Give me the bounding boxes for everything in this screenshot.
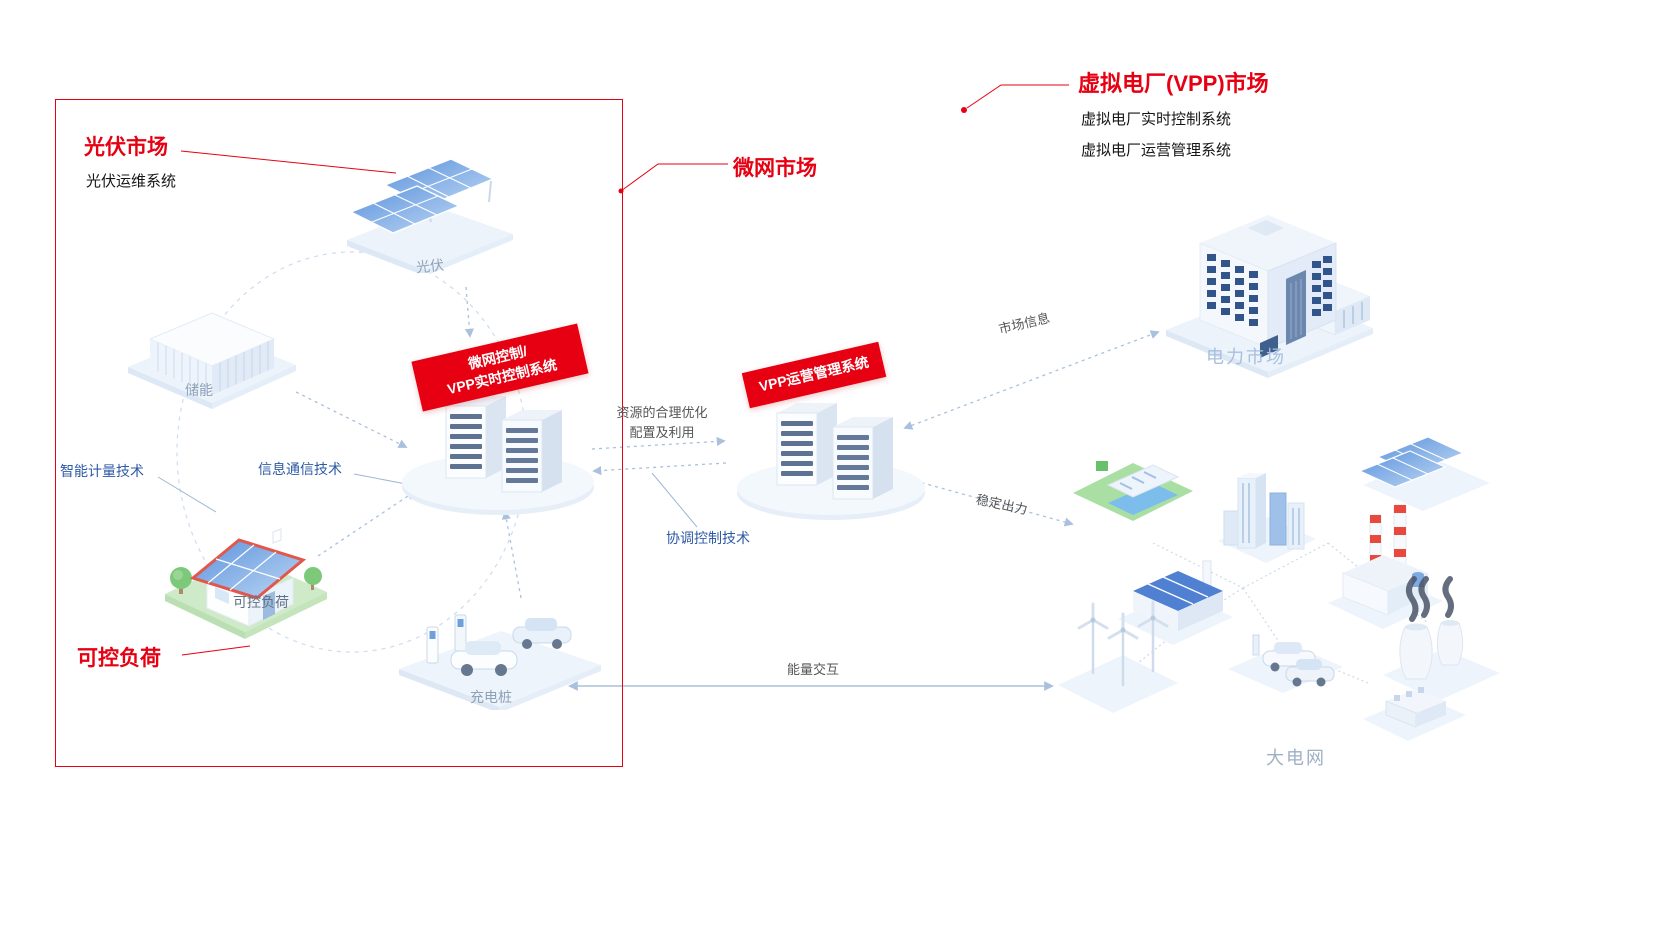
server-cabinet [832,417,893,500]
cooling-towers [1383,576,1500,701]
energy-storage-illustration [128,312,296,409]
substation [1363,687,1466,741]
solar-roof [189,538,307,600]
pv-market-title: 光伏市场 [84,136,168,159]
electric-vehicles [1228,634,1343,693]
hydro-dam [1073,461,1193,521]
factory [1118,560,1233,645]
smoke [1406,576,1454,622]
microgrid-boundary-box [55,99,623,767]
server-cabinet [501,410,562,493]
tree [170,567,192,594]
energy-exchange-label: 能量交互 [787,662,840,677]
house-caption: 可控负荷 [233,594,289,610]
microgrid-market-label: 微网市场 [733,157,817,180]
resource-optimization-label: 资源的合理优化 配置及利用 [600,403,724,443]
solar-farm [1358,436,1490,511]
pv-om-system-label: 光伏运维系统 [86,173,177,190]
solar-panels-illustration [347,158,513,273]
city-buildings [1218,473,1316,563]
big-grid-caption: 大电网 [1266,748,1326,768]
storage-caption: 储能 [185,382,213,398]
ev-car [450,641,518,676]
vpp-realtime-system-label: 虚拟电厂实时控制系统 [1081,111,1232,128]
charging-post [426,626,439,664]
power-market-caption: 电力市场 [1206,347,1286,367]
big-grid-illustration [1058,436,1500,741]
charging-post [454,614,467,652]
vpp-market-title: 虚拟电厂(VPP)市场 [1078,71,1269,96]
pv-caption: 光伏 [415,256,445,276]
controllable-load-house-illustration [165,528,327,639]
panel-row-front [349,185,461,234]
smart-metering-label: 智能计量技术 [60,463,144,479]
resource-optimization-line2: 配置及利用 [629,425,695,441]
controllable-load-title: 可控负荷 [77,647,161,670]
resource-optimization-line1: 资源的合理优化 [616,405,708,420]
charging-caption: 充电桩 [470,689,512,705]
server-cabinet [445,396,506,479]
power-plant [1328,504,1443,629]
ev-car [512,618,572,649]
vpp-servers-illustration [737,403,925,520]
microgrid-control-servers-illustration [402,396,594,515]
coordination-control-label: 协调控制技术 [666,530,750,546]
ict-label: 信息通信技术 [258,461,342,477]
server-cabinet [776,403,837,486]
main-tower [1199,215,1337,358]
wind-turbines [1058,600,1178,713]
tree [304,567,322,590]
vpp-operation-system-label: 虚拟电厂运营管理系统 [1081,142,1232,159]
power-market-building-illustration [1166,215,1373,378]
ev-charging-illustration [399,614,601,710]
